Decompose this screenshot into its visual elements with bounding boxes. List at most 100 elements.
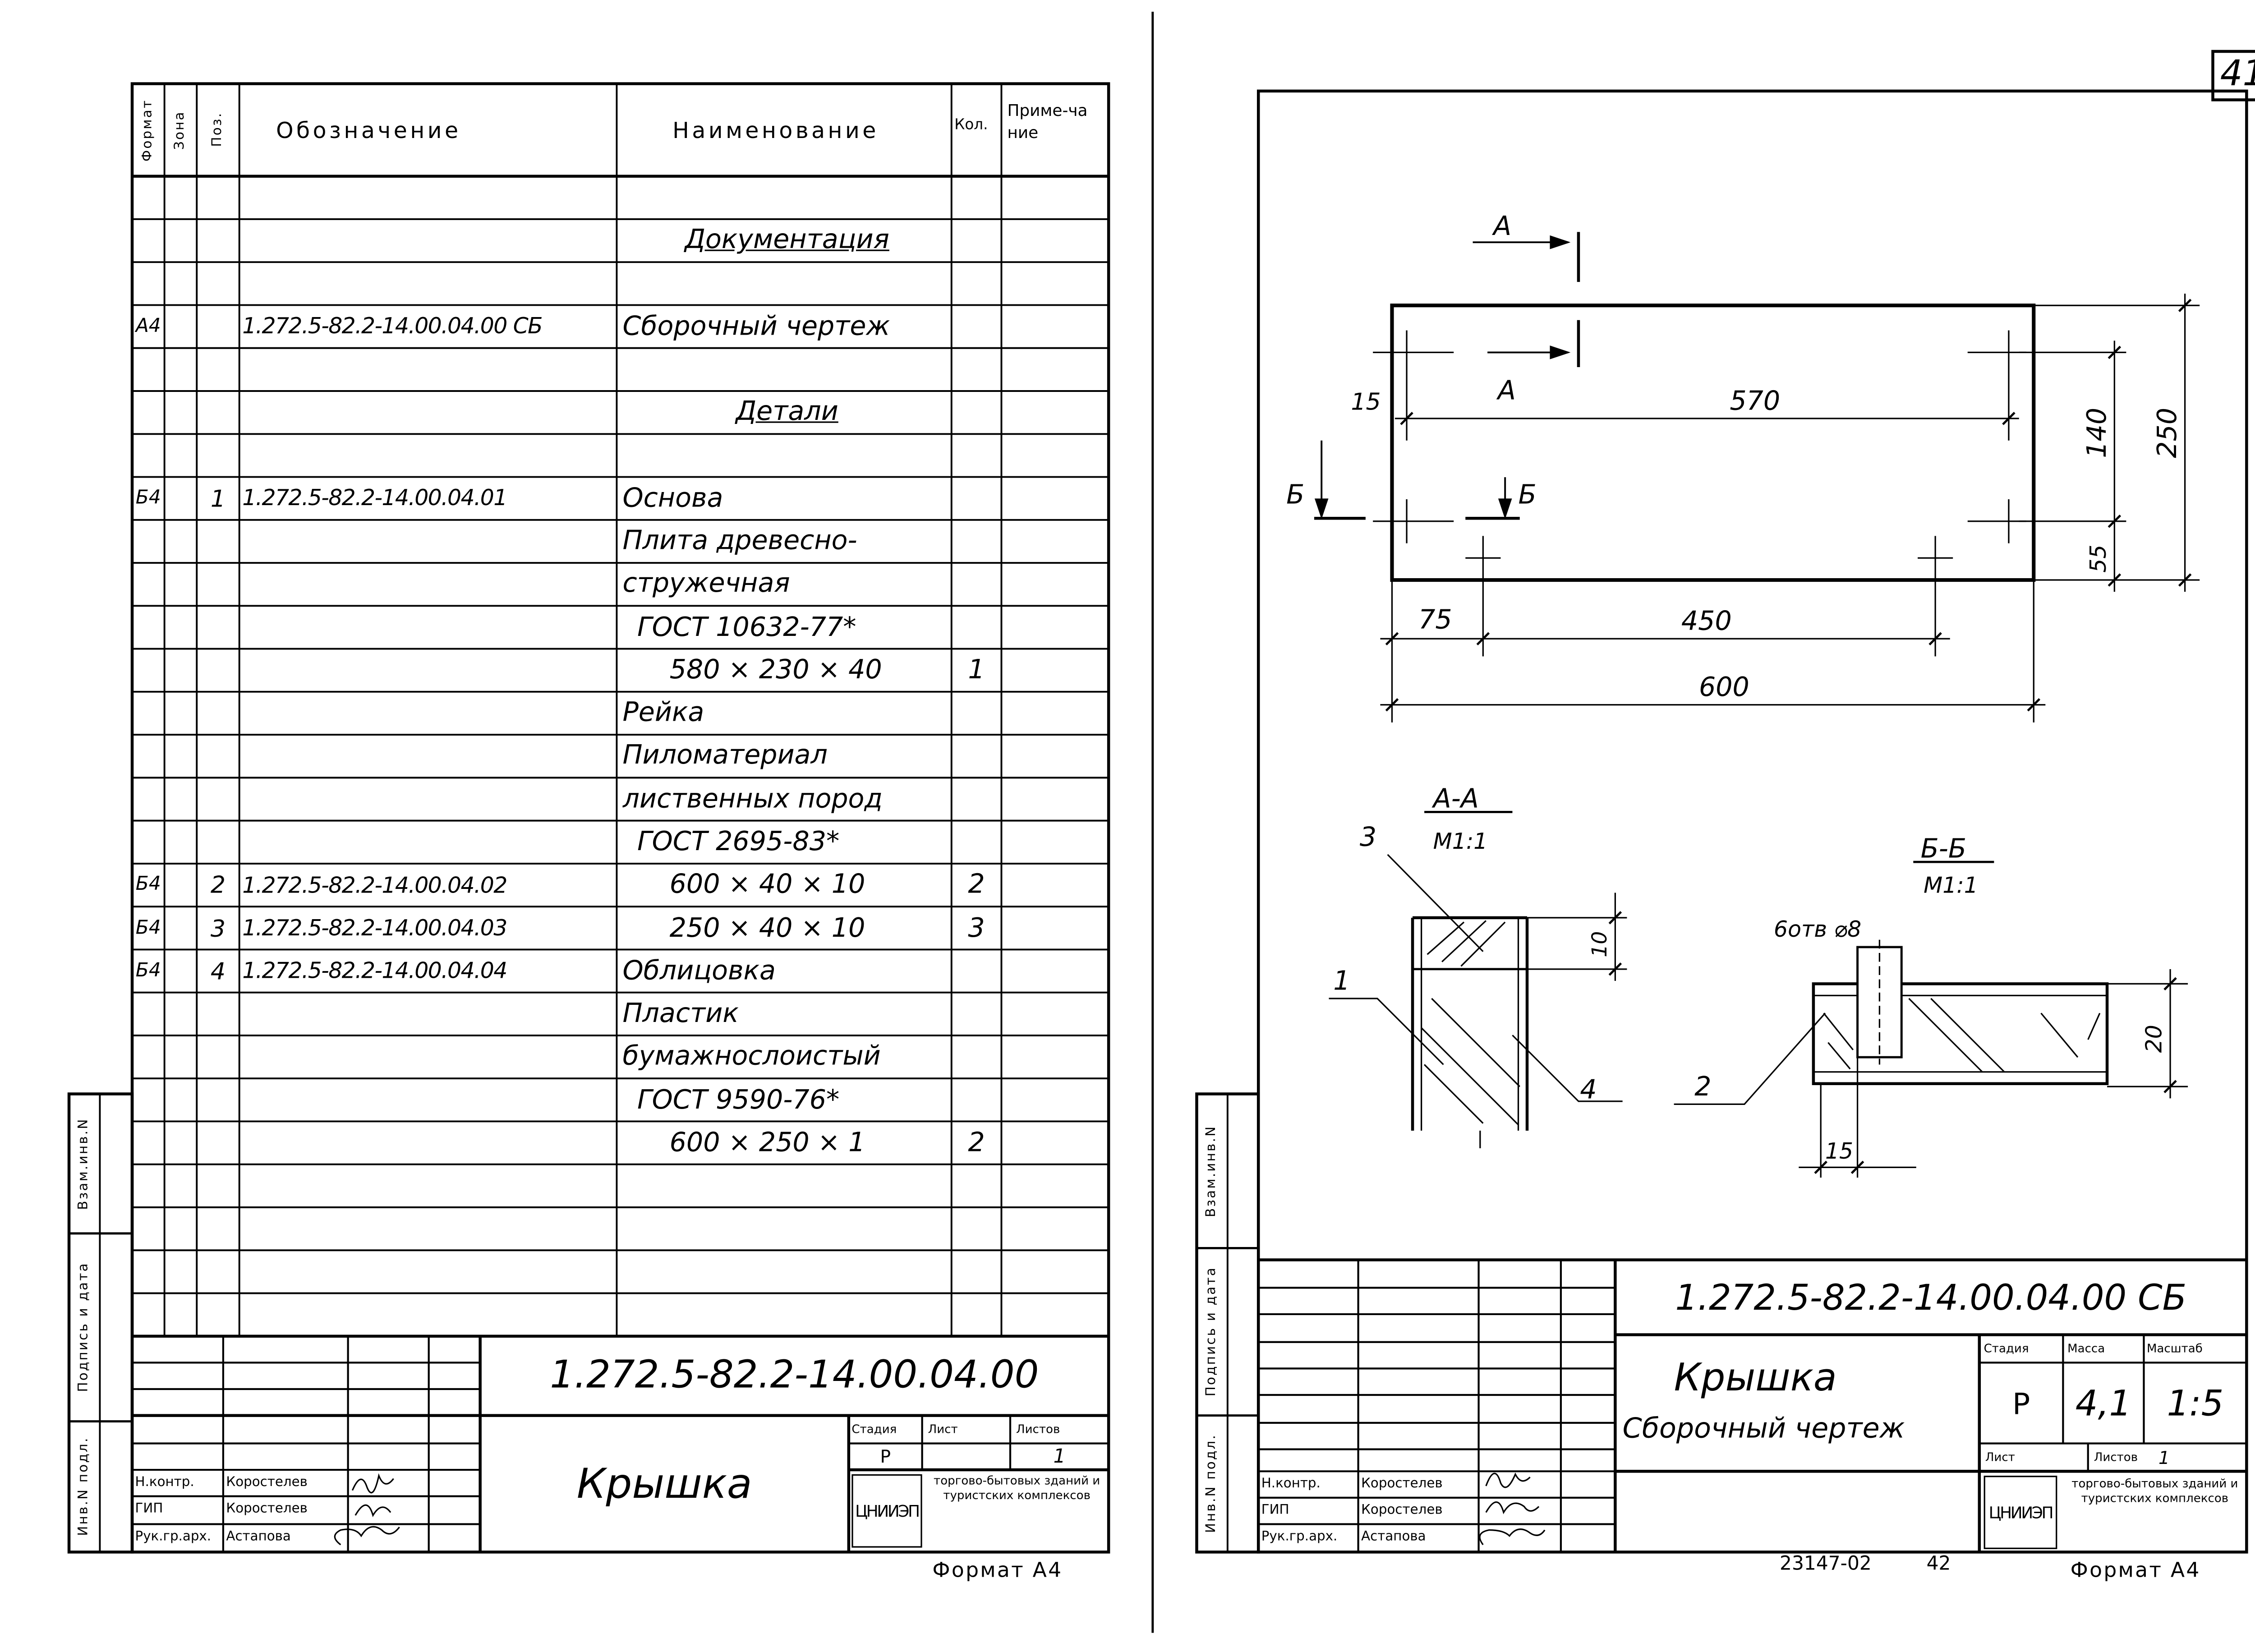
dim-570: 570: [1730, 385, 1780, 416]
right-stage-label: Стадия: [1983, 1342, 2029, 1356]
spec-cell: стружечная: [622, 563, 951, 606]
person-name: Астапова: [226, 1530, 291, 1545]
stamp-replaced-inv: Взам.инв.N: [77, 1118, 92, 1210]
spec-cell: 580 × 230 × 40: [622, 649, 951, 692]
spec-cell: лиственных пород: [622, 778, 951, 820]
spec-name: Облицовка: [622, 955, 776, 987]
dim-55: 55: [2085, 545, 2111, 573]
stamp-replaced-inv-right: Взам.инв.N: [1205, 1125, 1220, 1217]
right-mass-label: Масса: [2067, 1342, 2105, 1356]
right-scale-value: 1:5: [2167, 1382, 2224, 1424]
left-org-text: торгово-бытовых зданий и туристских комп…: [934, 1474, 1100, 1502]
spec-format: Б4: [135, 487, 161, 510]
section-b-b: [1674, 861, 2188, 1178]
left-sheets-label: Листов: [1016, 1422, 1060, 1436]
dim-450: 450: [1681, 606, 1732, 636]
holes-note: 6отв ⌀8: [1774, 916, 1861, 942]
spec-name: Сборочный чертеж: [622, 311, 890, 342]
dim-15: 15: [1351, 388, 1381, 415]
spec-name: ГОСТ 10632-77*: [637, 612, 856, 643]
person-role: Рук.гр.арх.: [1261, 1530, 1338, 1545]
sheet-number-box: [2211, 50, 2255, 101]
dim-20: 20: [2141, 1025, 2167, 1053]
dim-140: 140: [2081, 408, 2112, 458]
spec-cell: 250 × 40 × 10: [622, 907, 951, 949]
spec-pos: 1: [210, 484, 226, 513]
person-role: Рук.гр.арх.: [135, 1530, 212, 1545]
callout-2: 2: [1694, 1071, 1711, 1102]
spec-name: стружечная: [622, 569, 790, 600]
dim-250: 250: [2152, 408, 2182, 458]
person-role: ГИП: [1261, 1503, 1289, 1519]
stamp-signature-date: Подпись и дата: [77, 1262, 92, 1393]
person-name: Коростелев: [226, 1502, 308, 1517]
spec-cell: 4: [197, 949, 239, 992]
spec-format: Б4: [135, 960, 161, 982]
spec-qty: 1: [968, 654, 985, 686]
spec-name: бумажнослоистый: [622, 1041, 881, 1072]
spec-designation: 1.272.5-82.2-14.00.04.03: [242, 915, 507, 942]
section-mark-a-top: А: [1491, 211, 1511, 241]
person-role: ГИП: [135, 1502, 163, 1517]
spec-section-heading: Детали: [736, 397, 838, 428]
spec-cell: Документация: [622, 219, 951, 262]
spec-cell: 3: [952, 907, 1002, 949]
person-role: Н.контр.: [135, 1476, 194, 1491]
spec-cell: Б4: [132, 949, 165, 992]
spec-grid: [132, 83, 1109, 1336]
section-bb-title: Б-Б: [1921, 833, 1967, 864]
stamp-original-inv-right: Инв.N подл.: [1205, 1434, 1220, 1534]
spec-section-heading: Документация: [685, 225, 889, 256]
spec-cell: А4: [132, 305, 165, 348]
spec-pos: 2: [210, 871, 226, 899]
spec-designation: 1.272.5-82.2-14.00.04.01: [242, 485, 507, 512]
spec-cell: Плита древесно-: [622, 520, 951, 563]
right-mass-value: 4,1: [2075, 1382, 2132, 1424]
left-stage-value: Р: [880, 1446, 891, 1467]
spec-cell: ГОСТ 2695-83*: [622, 821, 951, 864]
left-sheets-value: 1: [1053, 1445, 1066, 1468]
callout-1: 1: [1333, 965, 1350, 996]
person-name: Астапова: [1361, 1530, 1426, 1545]
left-sheet-label: Лист: [928, 1422, 958, 1436]
spec-name: Рейка: [622, 698, 704, 729]
left-title-block-grid: [132, 1334, 1109, 1552]
person-name: Коростелев: [1361, 1503, 1443, 1519]
spec-name: Пиломатериал: [622, 741, 828, 772]
spec-name: Плита древесно-: [622, 526, 857, 557]
dim-75: 75: [1418, 604, 1452, 635]
spec-cell: 2: [952, 1121, 1002, 1164]
header-zone: Зона: [173, 110, 188, 150]
callout-3: 3: [1360, 821, 1376, 852]
right-sheets-label: Листов: [2094, 1450, 2138, 1464]
spec-format: А4: [135, 315, 161, 338]
section-aa-scale: М1:1: [1433, 828, 1488, 854]
spec-cell: 1: [952, 649, 1002, 692]
spec-qty: 2: [968, 1127, 985, 1159]
spec-cell: 1.272.5-82.2-14.00.04.03: [242, 907, 617, 949]
header-format: Формат: [141, 98, 156, 161]
left-designation: 1.272.5-82.2-14.00.04.00: [550, 1353, 1039, 1398]
spec-cell: Б4: [132, 477, 165, 520]
right-product-name: Крышка: [1674, 1357, 1837, 1401]
spec-cell: 1.272.5-82.2-14.00.04.02: [242, 864, 617, 907]
right-frame: [1256, 89, 2248, 1554]
right-drawing-type: Сборочный чертеж: [1622, 1413, 1905, 1445]
right-scale-label: Масштаб: [2146, 1342, 2203, 1356]
left-format-label: Формат А4: [932, 1559, 1063, 1583]
spec-name: лиственных пород: [622, 783, 883, 815]
spec-qty: 3: [968, 912, 985, 943]
spec-cell: Рейка: [622, 692, 951, 735]
spec-cell: ГОСТ 10632-77*: [622, 606, 951, 649]
section-mark-b-right: Б: [1518, 479, 1536, 510]
spec-cell: 2: [952, 864, 1002, 907]
spec-name: 250 × 40 × 10: [669, 912, 865, 943]
spec-format: Б4: [135, 917, 161, 939]
sheet-number: 41: [2220, 53, 2255, 94]
section-aa-title: А-А: [1431, 783, 1479, 814]
spec-cell: 600 × 40 × 10: [622, 864, 951, 907]
spec-cell: ГОСТ 9590-76*: [622, 1078, 951, 1121]
plan-view: [1314, 232, 2200, 722]
spec-cell: 1: [197, 477, 239, 520]
